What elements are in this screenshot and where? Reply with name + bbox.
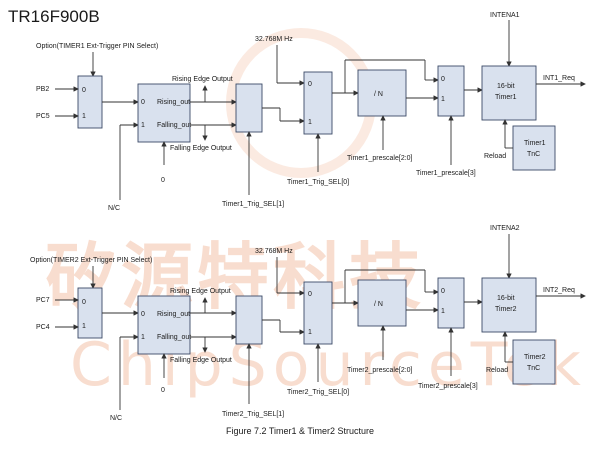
svg-text:1: 1 [441,96,445,103]
timer2-falling-out: Falling_out [157,334,191,341]
svg-text:1: 1 [82,323,86,330]
timer2-trig-mux1 [235,295,263,345]
timer2-clock: 32.768M Hz [255,248,293,255]
timer2-prescale-mux [437,277,465,329]
svg-text:1: 1 [308,329,312,336]
svg-text:16-bit: 16-bit [497,295,515,302]
timer1-diagram: Option(TIMER1 Ext-Trigger PIN Select) 0 … [36,12,586,212]
timer2-pin-a: PC7 [36,297,50,304]
figure-caption: Figure 7.2 Timer1 & Timer2 Structure [226,426,374,436]
timer2-int-req: INT2_Req [543,287,575,294]
svg-text:0: 0 [82,299,86,306]
timer1-pin-b: PC5 [36,113,50,120]
timer1-counter [481,65,537,121]
timer1-divider-label: / N [374,91,383,98]
timer2-enable: INTENA2 [490,225,520,232]
timer1-enable: INTENA1 [490,12,520,19]
page-title: TR16F900B [8,7,100,26]
svg-text:TnC: TnC [527,365,540,372]
timer1-reload: Reload [484,153,506,160]
timer1-edge-detector [137,83,191,143]
timer2-rising-out: Rising_out [157,311,190,318]
timer1-trig-sel0: Timer1_Trig_SEL[0] [287,179,349,186]
timer2-falling-edge-output: Falling Edge Output [170,357,232,364]
timer1-falling-out: Falling_out [157,122,191,129]
svg-text:Timer1: Timer1 [524,140,546,147]
svg-text:0: 0 [441,76,445,83]
timer2-divider-label: / N [374,301,383,308]
svg-text:0: 0 [308,291,312,298]
timer1-prescale-mux [437,65,465,117]
timer2-prescale20: Timer2_prescale[2:0] [347,367,413,374]
timer2-prescale3: Timer2_prescale[3] [418,383,478,390]
svg-text:0: 0 [308,81,312,88]
timer2-nc: N/C [110,415,122,422]
svg-text:0: 0 [441,288,445,295]
timer2-reload: Reload [486,367,508,374]
timer1-option-label: Option(TIMER1 Ext-Trigger PIN Select) [36,43,158,50]
timer1-falling-edge-output: Falling Edge Output [170,145,232,152]
timer1-prescale20: Timer1_prescale[2:0] [347,155,413,162]
svg-text:16-bit: 16-bit [497,83,515,90]
timer2-pin-mux [77,287,103,339]
timer1-prescale3: Timer1_prescale[3] [416,170,476,177]
svg-text:0: 0 [141,99,145,106]
timer1-clock: 32.768M Hz [255,36,293,43]
svg-text:Timer2: Timer2 [524,354,546,361]
timer2-diagram: Option(TIMER2 Ext-Trigger PIN Select) 0 … [30,225,586,422]
timer1-trig-mux0 [303,71,333,135]
timer2-trig-sel0: Timer2_Trig_SEL[0] [287,389,349,396]
svg-text:Timer1: Timer1 [495,94,517,101]
timer1-trig-sel1: Timer1_Trig_SEL[1] [222,201,284,208]
svg-text:1: 1 [82,113,86,120]
timer1-pin-mux [77,75,103,129]
timer2-trig-sel1: Timer2_Trig_SEL[1] [222,411,284,418]
timer2-rising-edge-output: Rising Edge Output [170,288,231,295]
timer2-counter [481,277,537,333]
svg-text:0: 0 [82,87,86,94]
timer1-tnc [512,125,556,171]
svg-text:1: 1 [308,119,312,126]
timer1-rising-edge-output: Rising Edge Output [172,76,233,83]
svg-text:Timer2: Timer2 [495,306,517,313]
timer2-zero: 0 [161,387,165,394]
svg-text:0: 0 [141,311,145,318]
timer2-tnc [512,339,556,385]
svg-text:1: 1 [141,334,145,341]
svg-text:1: 1 [141,122,145,129]
timer1-pin-a: PB2 [36,86,49,93]
timer1-zero: 0 [161,177,165,184]
timer1-trig-mux1 [235,83,263,133]
timer2-option-label: Option(TIMER2 Ext-Trigger PIN Select) [30,257,152,264]
timer1-rising-out: Rising_out [157,99,190,106]
timer2-edge-detector [137,295,191,355]
svg-text:1: 1 [441,308,445,315]
timer2-pin-b: PC4 [36,324,50,331]
timer1-nc: N/C [108,205,120,212]
timer1-int-req: INT1_Req [543,75,575,82]
svg-text:TnC: TnC [527,151,540,158]
timer2-divider [357,279,407,327]
